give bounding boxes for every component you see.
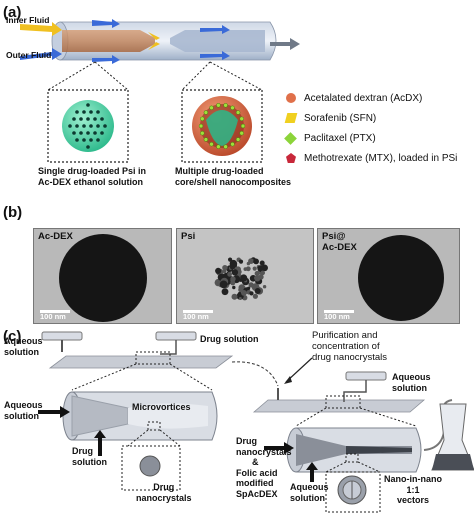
panel-a-label: (a) bbox=[3, 4, 22, 21]
drug-solution-label: Drug solution bbox=[200, 334, 259, 344]
scale-bar bbox=[40, 310, 70, 313]
sfn-icon bbox=[284, 113, 298, 123]
ptx-icon bbox=[284, 131, 297, 145]
tem-psi-acdex: Psi@ Ac-DEX 100 nm bbox=[317, 228, 460, 324]
acdx-sphere-icon bbox=[286, 93, 296, 103]
legend: Acetalated dextran (AcDX) Sorafenib (SFN… bbox=[284, 88, 457, 168]
coaxial-microfluidic-device bbox=[20, 19, 300, 163]
tem-acdex: Ac-DEX 100 nm bbox=[33, 228, 172, 324]
tem-psi: Psi 100 nm bbox=[176, 228, 314, 324]
legend-item: Sorafenib (SFN) bbox=[284, 108, 457, 128]
microfluidic-schematic bbox=[38, 331, 474, 513]
panel-c-label: (c) bbox=[3, 328, 22, 345]
outer-fluid-label: Outer Fluid bbox=[6, 50, 52, 60]
legend-item: Paclitaxel (PTX) bbox=[284, 128, 457, 148]
legend-item: Acetalated dextran (AcDX) bbox=[286, 88, 457, 108]
scale-bar bbox=[183, 310, 213, 313]
scale-bar bbox=[324, 310, 354, 313]
ptx-dots bbox=[198, 103, 246, 149]
psi-particle bbox=[68, 103, 107, 149]
inner-fluid-label: Inner Fluid bbox=[6, 15, 50, 25]
legend-item: Methotrexate (MTX), loaded in PSi bbox=[286, 148, 457, 168]
psi-particle-image bbox=[214, 257, 268, 301]
panel-b-label: (b) bbox=[3, 204, 23, 221]
mtx-icon bbox=[286, 153, 296, 163]
microvortices-label: Microvortices bbox=[132, 402, 191, 412]
